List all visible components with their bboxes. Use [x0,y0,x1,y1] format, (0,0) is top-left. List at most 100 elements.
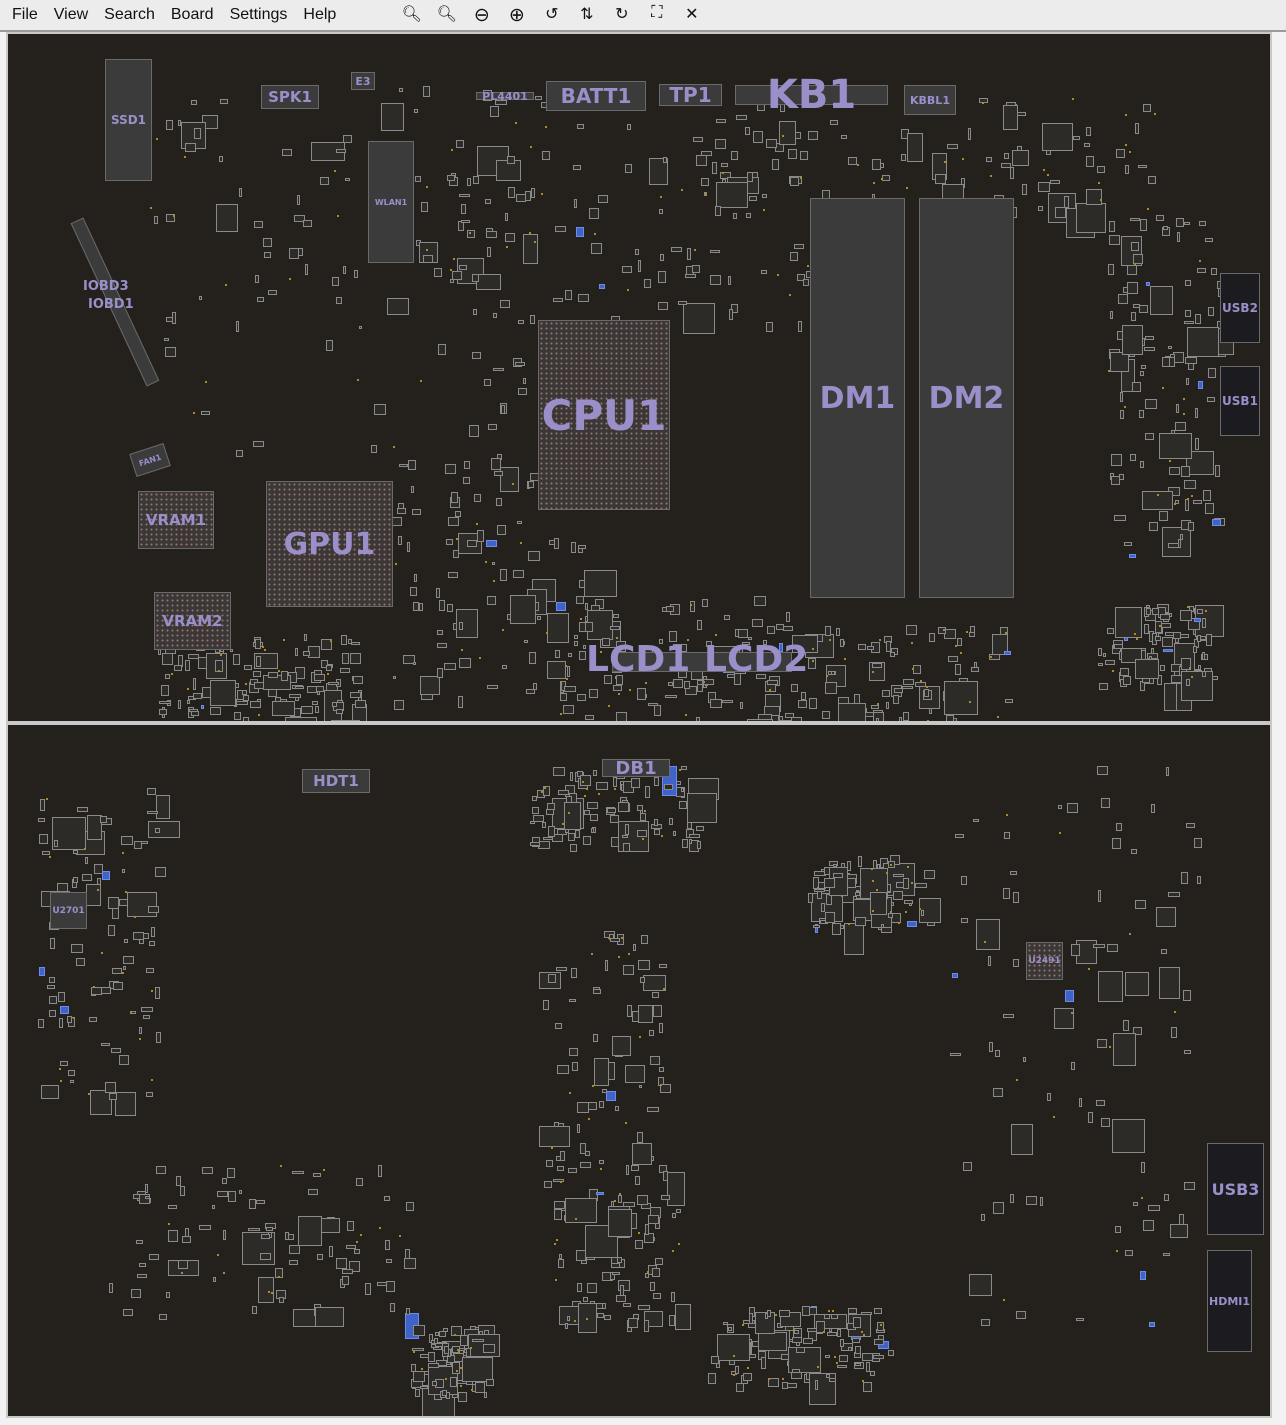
board-part[interactable] [453,549,460,559]
board-part[interactable] [757,1332,787,1351]
test-point[interactable] [872,910,875,913]
board-part[interactable] [137,1274,148,1278]
test-point[interactable] [684,714,687,717]
board-part[interactable] [1098,647,1103,656]
board-part[interactable] [1207,396,1215,403]
board-part[interactable] [447,603,454,612]
test-point[interactable] [330,639,333,642]
board-part[interactable] [253,681,264,690]
board-part[interactable] [919,898,941,924]
board-part[interactable] [1183,221,1191,226]
board-part[interactable] [972,818,980,823]
board-part[interactable] [536,616,541,621]
board-part[interactable] [1202,617,1207,628]
test-point[interactable] [356,378,359,381]
board-part[interactable] [571,542,577,554]
test-point[interactable] [781,1378,784,1381]
board-part[interactable] [76,807,88,813]
test-point[interactable] [458,1351,461,1354]
test-point[interactable] [1168,460,1171,463]
board-part[interactable] [501,665,508,669]
board-part[interactable] [219,156,223,163]
board-part[interactable] [1125,164,1129,175]
board-part[interactable] [728,309,734,321]
board-part[interactable] [1150,648,1154,655]
board-part[interactable] [1042,123,1074,152]
board-part[interactable] [486,595,496,605]
board-part[interactable] [413,601,420,612]
board-part[interactable] [405,1308,410,1316]
board-part[interactable] [38,966,46,977]
board-part[interactable] [1129,553,1137,558]
component-label-iobd3[interactable]: IOBD3 [83,279,129,294]
board-part[interactable] [612,685,622,692]
test-point[interactable] [337,214,340,217]
board-part[interactable] [138,1262,147,1267]
board-part[interactable] [40,798,45,811]
board-part[interactable] [607,1208,633,1237]
test-point[interactable] [1042,169,1045,171]
board-part[interactable] [615,675,624,685]
board-part[interactable] [500,405,506,414]
test-point[interactable] [1005,813,1008,816]
board-part[interactable] [584,621,593,632]
board-part[interactable] [695,154,708,167]
test-point[interactable] [450,149,453,152]
board-part[interactable] [669,630,678,642]
test-point[interactable] [356,1240,359,1243]
board-part[interactable] [407,541,411,553]
board-part[interactable] [696,679,703,685]
board-part[interactable] [948,655,959,663]
board-part[interactable] [396,508,406,515]
component-u2491[interactable]: U2491 [1026,942,1063,980]
board-part[interactable] [1185,279,1192,286]
test-point[interactable] [1188,666,1191,669]
board-part[interactable] [593,1034,598,1043]
test-point[interactable] [245,683,248,686]
board-part[interactable] [728,1326,733,1331]
board-part[interactable] [148,1254,159,1261]
board-part[interactable] [1132,382,1142,392]
board-part[interactable] [142,1014,150,1019]
test-point[interactable] [822,1331,825,1334]
board-part[interactable] [871,159,881,170]
board-part[interactable] [136,1239,144,1244]
board-part[interactable] [159,1314,168,1320]
board-part[interactable] [339,667,351,674]
board-part[interactable] [146,810,158,814]
board-part[interactable] [900,153,907,161]
board-part[interactable] [562,704,575,715]
test-point[interactable] [962,158,965,161]
test-point[interactable] [262,645,265,648]
board-part[interactable] [558,1122,565,1128]
board-part[interactable] [737,628,749,639]
board-part[interactable] [637,805,643,811]
board-part[interactable] [684,685,697,695]
test-point[interactable] [122,972,125,975]
board-part[interactable] [316,690,321,695]
board-part[interactable] [613,613,619,618]
board-part[interactable] [675,1209,682,1214]
test-point[interactable] [413,1351,416,1354]
board-part[interactable] [177,120,182,126]
board-part[interactable] [187,699,191,704]
board-part[interactable] [1134,122,1139,134]
board-part[interactable] [1113,643,1123,650]
flip-icon[interactable]: ⇅ [580,5,594,23]
component-kbbl1[interactable]: KBBL1 [904,85,956,115]
board-part[interactable] [493,367,504,372]
board-part[interactable] [576,124,585,129]
board-part[interactable] [696,716,700,721]
board-part[interactable] [1162,526,1192,558]
board-part[interactable] [1122,286,1129,294]
board-part[interactable] [826,1374,830,1379]
board-part[interactable] [112,908,120,920]
test-point[interactable] [1016,1079,1019,1082]
board-part[interactable] [855,1345,862,1355]
board-part[interactable] [640,976,646,983]
board-part[interactable] [341,634,347,646]
test-point[interactable] [220,654,223,657]
test-point[interactable] [279,1165,282,1168]
board-part[interactable] [90,1090,113,1115]
board-part[interactable] [227,1167,235,1178]
